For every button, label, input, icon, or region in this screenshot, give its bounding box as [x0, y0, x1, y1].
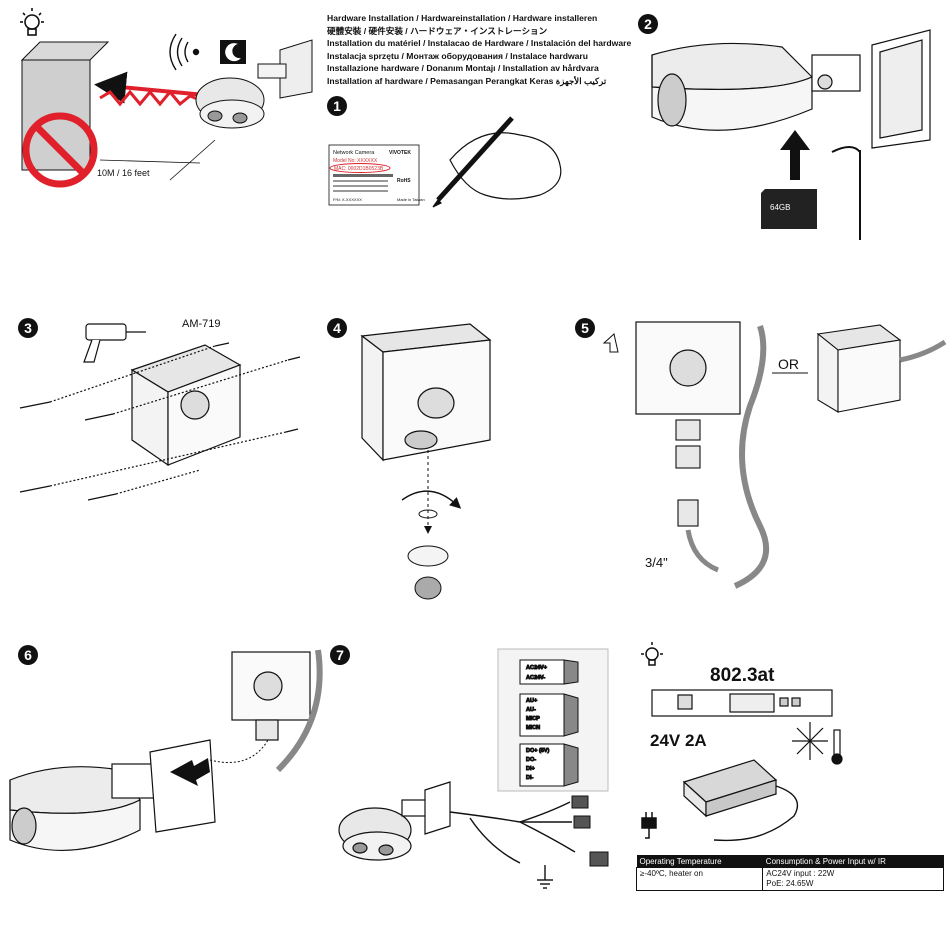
terminal-label: AC24V- [526, 675, 545, 681]
hand-pen-illustration [432, 116, 562, 208]
label-model: Model No: XXXXXX [333, 158, 378, 164]
terminal-label: DO- [526, 757, 536, 763]
conduit-pipe-step6 [275, 649, 323, 773]
camera-tip-illustration [195, 39, 313, 129]
sd-card-icon: 64GB [761, 189, 817, 229]
step-number-7: 7 [330, 645, 350, 665]
lightbulb-icon [641, 642, 663, 666]
spec-ac-power: AC24V input : 22W [766, 869, 835, 878]
spec-header-temperature: Operating Temperature [636, 855, 763, 868]
title-line: Installazione hardware / Donanım Montajı… [327, 63, 599, 73]
terminal-label: MICP [526, 716, 540, 722]
plug-cap [407, 545, 449, 567]
sound-wave-icon [169, 33, 200, 71]
spec-poe-power: PoE: 24.65W [766, 879, 814, 888]
mounting-box-step6 [231, 651, 311, 741]
spec-table-header-row: Operating Temperature Consumption & Powe… [636, 855, 944, 868]
cable-tail [449, 795, 589, 864]
mounting-box-step4 [360, 323, 492, 462]
voltage-label: 24V 2A [650, 731, 707, 750]
label-pn: P/N: X-XXXXXX [333, 197, 362, 202]
drill-icon [83, 323, 146, 363]
step-number-1: 1 [327, 96, 347, 116]
spec-power: AC24V input : 22W PoE: 24.65W [762, 867, 944, 891]
installation-titles: Hardware Installation / Hardwareinstalla… [327, 12, 632, 87]
terminal-label: MICN [526, 725, 540, 731]
insert-arrow-icon [780, 130, 810, 180]
or-label: OR [778, 356, 799, 372]
distance-line [99, 159, 201, 164]
o-ring [418, 509, 438, 519]
terminal-label: DO+ (5V) [526, 748, 550, 754]
sd-card-capacity: 64GB [770, 203, 790, 212]
up-arrow-icon [602, 333, 619, 353]
title-line: Installation du matériel / Instalacao de… [327, 38, 632, 48]
title-line: Installation af hardware / Pemasangan Pe… [327, 75, 607, 86]
spec-temperature: ≥-40ºC, heater on [635, 867, 764, 891]
terminal-label: AU+ [526, 698, 537, 704]
mounting-box-step3 [130, 344, 242, 467]
hex-key-icon [831, 146, 861, 240]
label-rohs: RoHS [397, 178, 411, 184]
safety-wire [209, 739, 269, 763]
spec-table: Operating Temperature Consumption & Powe… [635, 855, 944, 891]
prohibited-icon [22, 112, 98, 188]
lightbulb-icon [20, 8, 44, 36]
ir-reflection-arrows [94, 71, 206, 107]
step-number-5: 5 [575, 318, 595, 338]
spec-table-row: ≥-40ºC, heater on AC24V input : 22W PoE:… [635, 867, 944, 891]
terminal-label: AC24V+ [526, 665, 547, 671]
mounting-box-alt [816, 324, 947, 413]
title-line: 硬體安裝 / 硬件安装 / ハードウェア・インストレーション [327, 25, 548, 36]
camera-illustration-step7 [338, 781, 451, 861]
power-plug-icon [641, 812, 657, 839]
mount-model-label: AM-719 [182, 318, 221, 330]
label-brand: VIVOTEK [389, 150, 411, 156]
terminal-label: AU- [526, 707, 536, 713]
snowflake-thermometer-icon [792, 722, 843, 765]
step-number-2: 2 [638, 14, 658, 34]
label-title: Network Camera [333, 150, 375, 156]
night-mode-icon [220, 40, 246, 64]
camera-illustration-step6 [9, 739, 216, 852]
poe-switch-icon [651, 689, 833, 717]
title-line: Hardware Installation / Hardwareinstalla… [327, 13, 598, 23]
ground-icon [537, 865, 553, 889]
distance-label: 10M / 16 feet [97, 168, 150, 178]
rj45-connector-icon [571, 795, 609, 867]
conduit-size-label: 3/4" [645, 555, 668, 570]
connector-block-audio: AU+ AU- MICP MICN [519, 693, 579, 737]
connector-block-power: AC24V+ AC24V- [519, 659, 579, 685]
spec-header-power: Consumption & Power Input w/ IR [762, 855, 944, 868]
product-label: Network Camera VIVOTEK Model No: XXXXXX … [328, 144, 425, 206]
plug-nut [414, 576, 442, 600]
power-adapter-icon [682, 759, 799, 842]
conduit-pipe [733, 325, 770, 589]
step-number-3: 3 [18, 318, 38, 338]
connector-block-dio: DO+ (5V) DO- DI+ DI- [519, 743, 579, 787]
terminal-label: DI+ [526, 766, 535, 772]
push-arrow-icon [170, 758, 210, 786]
step-number-4: 4 [327, 318, 347, 338]
distance-leader [169, 139, 216, 181]
camera-illustration-step2 [651, 29, 931, 149]
terminal-label: DI- [526, 775, 534, 781]
label-mac: MAC: 0002D1B0523B [334, 166, 384, 172]
rotate-arrow-icon [401, 490, 462, 509]
step-number-6: 6 [18, 645, 38, 665]
label-made: Made in Taiwan [397, 197, 425, 202]
title-line: Instalacja sprzętu / Монтаж оборудования… [327, 50, 589, 61]
wall-screws [19, 342, 301, 501]
conduit-fittings [675, 419, 720, 573]
poe-standard-label: 802.3at [710, 665, 775, 686]
mounting-box-step5 [635, 321, 741, 415]
